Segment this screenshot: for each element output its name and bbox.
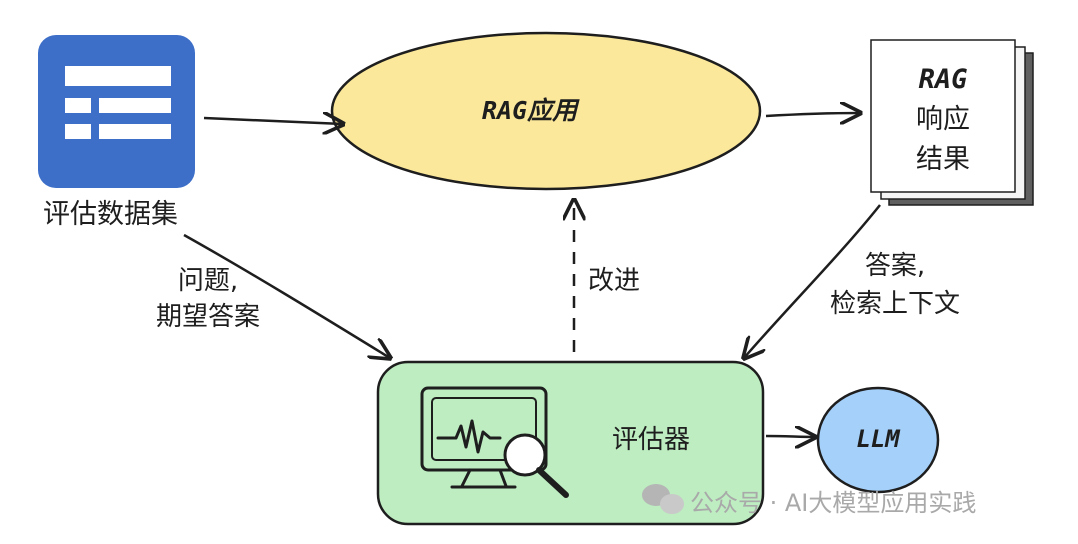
dataset-label: 评估数据集	[43, 199, 178, 230]
arrow-rag-to-response	[765, 113, 860, 116]
llm-node	[816, 386, 940, 494]
arrow-dataset-to-evaluator	[183, 233, 390, 358]
arrow-response-to-evaluator	[744, 204, 881, 358]
evaluator-label: 评估器	[612, 425, 691, 455]
rag-response-line2: 响应	[916, 104, 970, 135]
wechat-logo-icon	[642, 484, 684, 514]
llm-label: LLM	[856, 425, 900, 453]
edge-label-questions-line2: 期望答案	[155, 302, 260, 332]
rag-response-label: RAG 响应 结果	[871, 60, 1015, 180]
rag-response-line3: 结果	[916, 144, 970, 175]
monitor-magnifier-icon	[420, 386, 569, 498]
watermark-text: 公众号 · AI大模型应用实践	[690, 489, 977, 517]
arrow-evaluator-to-llm	[765, 436, 815, 437]
rag-app-label: RAG应用	[482, 96, 578, 125]
edge-label-answers: 答案, 检索上下文	[815, 247, 975, 323]
edge-label-questions-line1: 问题,	[177, 266, 239, 296]
arrow-dataset-to-rag	[203, 118, 343, 124]
edge-label-improve: 改进	[588, 266, 641, 296]
rag-response-document	[870, 39, 1034, 206]
dataset-table-icon	[38, 35, 195, 188]
evaluator-node	[376, 360, 765, 526]
edge-label-answers-line2: 检索上下文	[829, 289, 960, 319]
rag-response-line1: RAG	[918, 64, 968, 95]
edge-label-answers-line1: 答案,	[864, 251, 926, 281]
edge-label-questions: 问题, 期望答案	[140, 263, 276, 335]
rag-app-node	[330, 31, 762, 191]
